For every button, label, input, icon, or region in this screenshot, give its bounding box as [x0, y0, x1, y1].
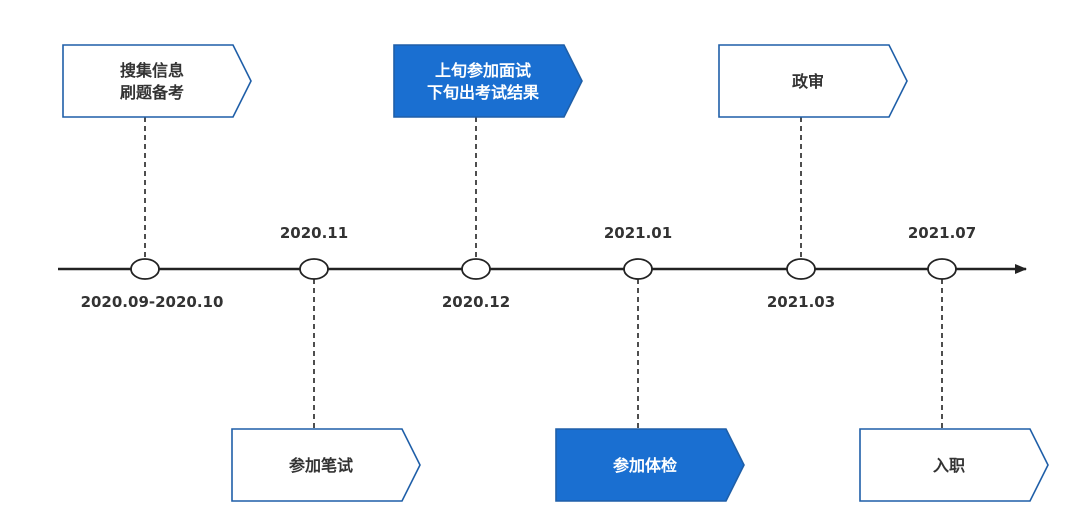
- step-label: 搜集信息: [120, 61, 184, 80]
- timeline-node: [299, 258, 329, 280]
- date-label: 2021.07: [908, 224, 976, 242]
- step-box: [231, 428, 421, 502]
- step-label: 刷题备考: [120, 83, 184, 102]
- date-label: 2020.12: [442, 293, 510, 311]
- milestone-4: 参加体检 2021.01: [555, 224, 745, 502]
- milestone-2: 参加笔试 2020.11: [231, 224, 421, 502]
- date-label: 2020.11: [280, 224, 348, 242]
- timeline-node: [786, 258, 816, 280]
- step-box-highlighted: [393, 44, 583, 118]
- timeline-node: [623, 258, 653, 280]
- step-label: 参加笔试: [289, 456, 353, 475]
- step-label: 入职: [933, 456, 965, 475]
- step-box-highlighted: [555, 428, 745, 502]
- step-box: [62, 44, 252, 118]
- milestone-5: 政审 2021.03: [718, 44, 908, 311]
- timeline-node: [461, 258, 491, 280]
- step-label: 参加体检: [613, 456, 677, 475]
- step-label: 上旬参加面试: [435, 61, 531, 80]
- step-box: [718, 44, 908, 118]
- date-label: 2021.01: [604, 224, 672, 242]
- timeline-node: [130, 258, 160, 280]
- date-label: 2021.03: [767, 293, 835, 311]
- step-label: 下旬出考试结果: [427, 83, 539, 102]
- milestone-6: 入职 2021.07: [859, 224, 1049, 502]
- date-label: 2020.09-2020.10: [81, 293, 224, 311]
- step-label: 政审: [792, 72, 824, 91]
- step-box: [859, 428, 1049, 502]
- timeline-node: [927, 258, 957, 280]
